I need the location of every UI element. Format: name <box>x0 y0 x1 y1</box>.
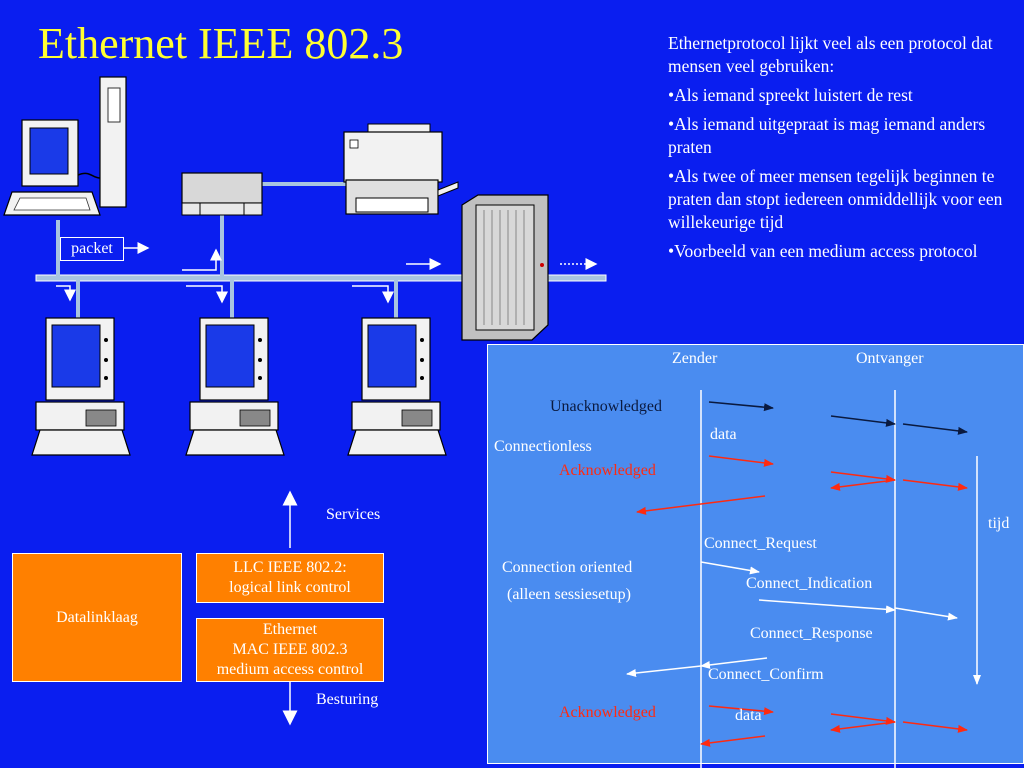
packet-flow-arrows <box>56 242 598 304</box>
mac-line-1: Ethernet <box>262 621 318 638</box>
datalink-label: Datalinklaag <box>56 608 138 626</box>
connect-request-label: Connect_Request <box>704 535 817 552</box>
datalink-layer-box: Datalinklaag <box>12 553 182 682</box>
sequence-diagram <box>626 390 981 768</box>
llc-line-1: LLC IEEE 802.2: <box>233 559 347 576</box>
receiver-label: Ontvanger <box>856 350 924 367</box>
workstation-icon-2 <box>185 317 285 456</box>
control-label: Besturing <box>316 691 379 708</box>
server-rack-icon <box>461 194 549 341</box>
llc-box: LLC IEEE 802.2: logical link control <box>196 553 384 603</box>
connectionless-label: Connectionless <box>494 438 592 455</box>
bullet-list: Ethernetprotocol lijkt veel als een prot… <box>668 32 1018 269</box>
bullet-3: •Als twee of meer mensen tegelijk beginn… <box>668 166 1003 232</box>
connect-confirm-label: Connect_Confirm <box>708 666 824 683</box>
mac-box: Ethernet MAC IEEE 802.3 medium access co… <box>196 618 384 682</box>
bullet-2: •Als iemand uitgepraat is mag iemand and… <box>668 114 986 157</box>
slide-title: Ethernet IEEE 802.3 <box>38 19 404 68</box>
bullet-intro: Ethernetprotocol lijkt veel als een prot… <box>668 33 993 76</box>
unack-label: Unacknowledged <box>550 398 662 415</box>
time-label: tijd <box>988 515 1010 532</box>
data-label-2: data <box>735 707 762 724</box>
session-setup-label: (alleen sessiesetup) <box>507 586 631 603</box>
llc-line-2: logical link control <box>229 579 351 596</box>
workstation-icon-3 <box>347 317 447 456</box>
mac-line-2: MAC IEEE 802.3 <box>232 641 348 658</box>
bullet-1: •Als iemand spreekt luistert de rest <box>668 85 913 105</box>
stack-arrows <box>282 490 298 726</box>
hub-icon <box>181 172 263 216</box>
unack-arrows <box>708 401 968 435</box>
ack-label-2: Acknowledged <box>559 704 656 721</box>
printer-icon <box>343 123 459 215</box>
packet-label: packet <box>60 237 124 261</box>
sequence-panel <box>487 344 1024 764</box>
mac-line-3: medium access control <box>216 661 364 678</box>
ack-label-1: Acknowledged <box>559 462 656 479</box>
network-diagram <box>3 76 607 456</box>
workstation-icon <box>3 76 127 216</box>
workstation-icon-1 <box>31 317 131 456</box>
connect-response-label: Connect_Response <box>750 625 873 642</box>
sender-label: Zender <box>672 350 718 367</box>
services-label: Services <box>326 506 381 523</box>
ack-arrows-2 <box>700 705 968 747</box>
ethernet-bus <box>35 274 607 282</box>
bullet-4: •Voorbeeld van een medium access protoco… <box>668 241 978 261</box>
connect-indication-label: Connect_Indication <box>746 575 873 592</box>
ack-arrows-1 <box>636 455 968 515</box>
connect-arrows <box>626 561 958 678</box>
lifelines <box>700 390 896 768</box>
conn-oriented-label: Connection oriented <box>502 559 633 576</box>
bus-drop-lines <box>56 182 398 318</box>
data-label-1: data <box>710 426 737 443</box>
